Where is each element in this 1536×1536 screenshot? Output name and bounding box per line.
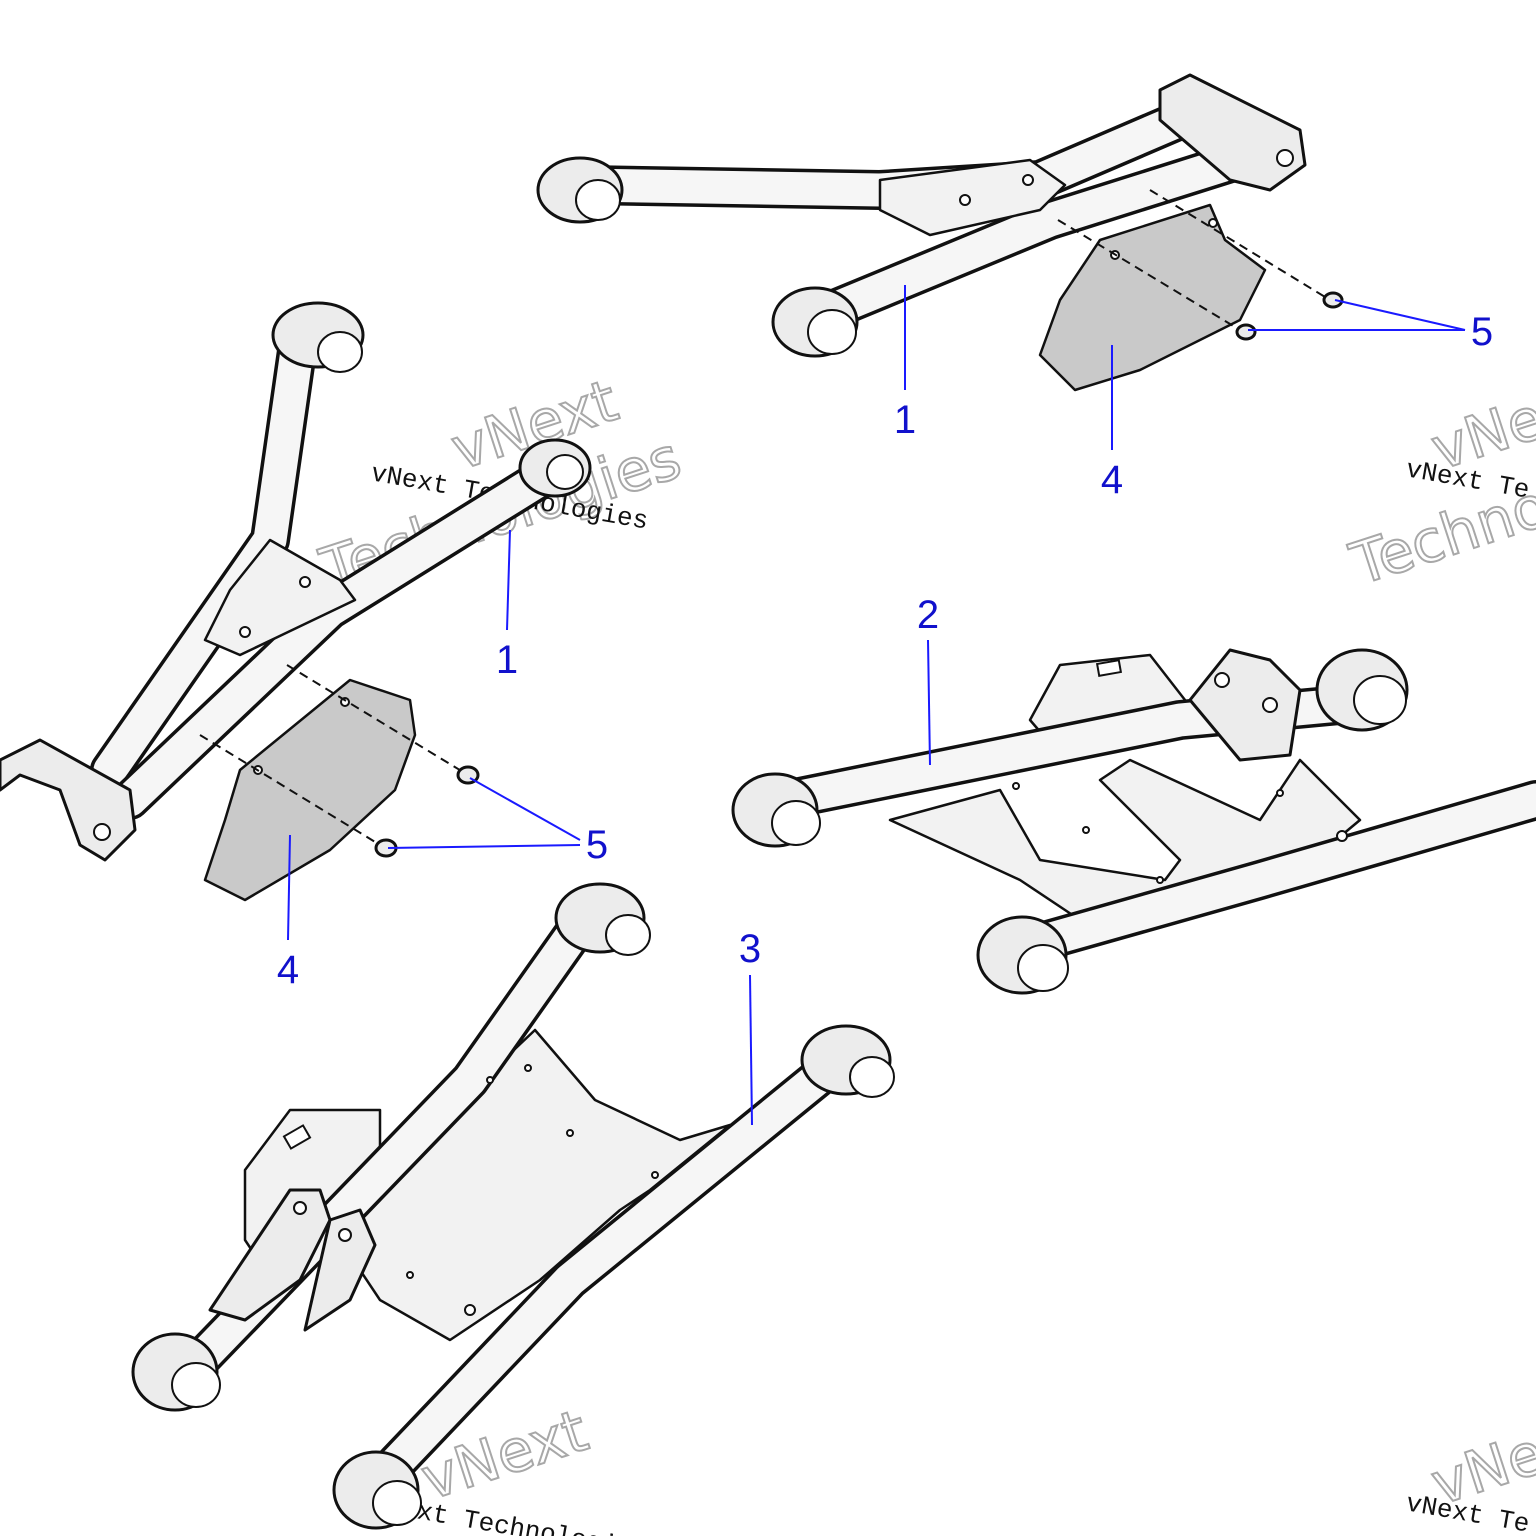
- callout-1-left: 1: [496, 638, 518, 682]
- callout-5-left: 5: [586, 823, 608, 867]
- leader-line-4-left: [287, 834, 291, 941]
- leader-line-5-left-b: [387, 844, 581, 849]
- callout-1-top: 1: [894, 398, 916, 442]
- leader-line-5-top-a: [1334, 299, 1466, 331]
- callout-2: 2: [917, 593, 939, 637]
- callout-5-top: 5: [1471, 310, 1493, 354]
- fastener-top-1: [1322, 291, 1344, 309]
- lower-arm-bottom: [131, 882, 895, 1530]
- assembly-line-left-1: [199, 734, 386, 849]
- callout-3: 3: [739, 927, 761, 971]
- leader-line-1-left: [506, 529, 511, 631]
- assembly-line-top-2: [1149, 189, 1331, 301]
- skid-guard-left: [203, 678, 417, 902]
- fastener-top-2: [1235, 323, 1257, 341]
- leader-line-3: [749, 974, 753, 1126]
- leader-line-5-left-a: [469, 777, 581, 841]
- watermark-bottom-right: vNe vNext Te: [1404, 1418, 1536, 1536]
- lower-arm-right-frame: [731, 648, 1536, 995]
- callout-4-top: 4: [1101, 458, 1123, 502]
- watermark-right: vNe Techno vNext Te: [1341, 383, 1536, 600]
- assembly-line-top-1: [1057, 219, 1241, 331]
- leader-line-2: [927, 639, 931, 766]
- callout-4-left: 4: [277, 948, 299, 992]
- assembly-line-left-2: [286, 664, 469, 776]
- a-arm-top: [536, 73, 1307, 358]
- a-arm-left: [0, 301, 592, 862]
